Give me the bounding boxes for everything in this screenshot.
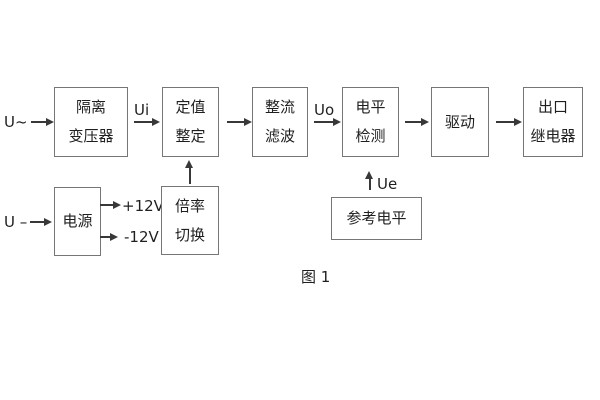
- arrow-drive-to-output-relay: [496, 117, 522, 126]
- arrow-reference-to-level-detect: [365, 171, 373, 190]
- arrow-power-to-minus-12v: [100, 232, 118, 241]
- arrow-ac-input-to-isolation: [31, 117, 54, 126]
- arrow-isolation-to-setpoint: [134, 117, 160, 126]
- ui-signal-label: Ui: [134, 101, 150, 119]
- block-isolation-transformer-line1: 隔离: [75, 98, 106, 116]
- block-output-relay-line1: 出口: [537, 98, 568, 116]
- block-reference-level-line1: 参考电平: [346, 209, 407, 227]
- block-ratio-switch-line2: 切换: [174, 225, 205, 244]
- block-rectifier-filter-line2: 滤波: [264, 127, 295, 145]
- dc-input-label: U –: [4, 213, 28, 231]
- block-power-supply: 电源: [54, 187, 101, 256]
- ac-input-label: U~: [4, 113, 28, 131]
- block-drive-line1: 驱动: [444, 112, 475, 131]
- block-ratio-switch: 倍率 切换: [161, 186, 219, 255]
- figure-caption: 图 1: [301, 268, 331, 286]
- block-output-relay: 出口 继电器: [523, 87, 583, 157]
- arrow-level-detect-to-drive: [405, 117, 429, 126]
- block-setpoint-adjust-line2: 整定: [175, 127, 206, 145]
- block-rectifier-filter: 整流 滤波: [252, 87, 308, 157]
- block-power-supply-line1: 电源: [62, 212, 93, 230]
- block-isolation-transformer-line2: 变压器: [68, 127, 114, 145]
- block-drive: 驱动: [431, 87, 489, 157]
- block-isolation-transformer: 隔离 变压器: [54, 87, 128, 157]
- minus-12v-label: -12V: [124, 228, 159, 246]
- block-level-detect-line2: 检测: [355, 127, 386, 145]
- arrow-setpoint-to-rectifier: [227, 117, 252, 126]
- block-ratio-switch-line1: 倍率: [174, 196, 205, 215]
- block-reference-level: 参考电平: [331, 197, 422, 240]
- block-level-detect-line1: 电平: [355, 98, 386, 116]
- block-setpoint-adjust-line1: 定值: [175, 98, 206, 116]
- ue-signal-label: Ue: [377, 175, 398, 193]
- block-output-relay-line2: 继电器: [530, 127, 576, 145]
- block-setpoint-adjust: 定值 整定: [162, 87, 219, 157]
- arrow-power-to-plus-12v: [100, 200, 121, 209]
- uo-signal-label: Uo: [314, 101, 335, 119]
- block-rectifier-filter-line1: 整流: [264, 98, 295, 116]
- block-level-detect: 电平 检测: [342, 87, 399, 157]
- arrow-ratio-switch-to-setpoint: [185, 160, 193, 184]
- arrow-rectifier-to-level-detect: [314, 117, 341, 126]
- plus-12v-label: +12V: [122, 197, 164, 215]
- arrow-dc-input-to-power: [30, 217, 52, 226]
